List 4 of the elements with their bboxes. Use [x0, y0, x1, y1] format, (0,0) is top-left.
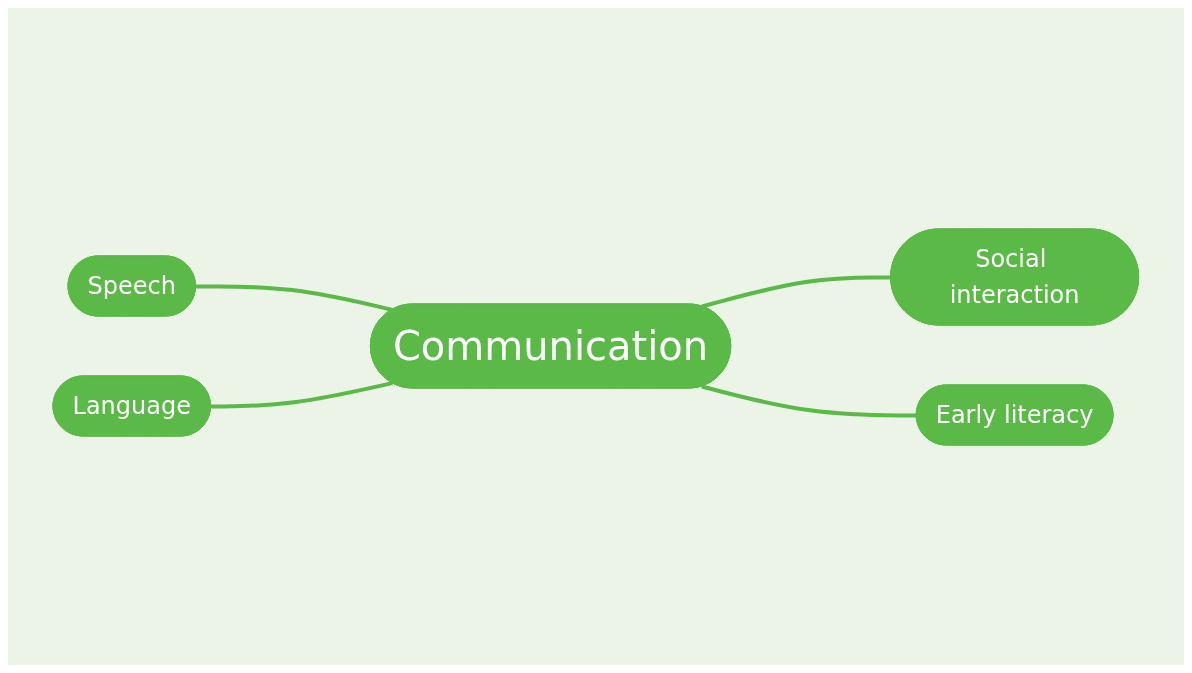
- connector: [701, 384, 917, 417]
- connector: [701, 274, 892, 308]
- connector: [211, 380, 393, 408]
- connector: [196, 283, 393, 312]
